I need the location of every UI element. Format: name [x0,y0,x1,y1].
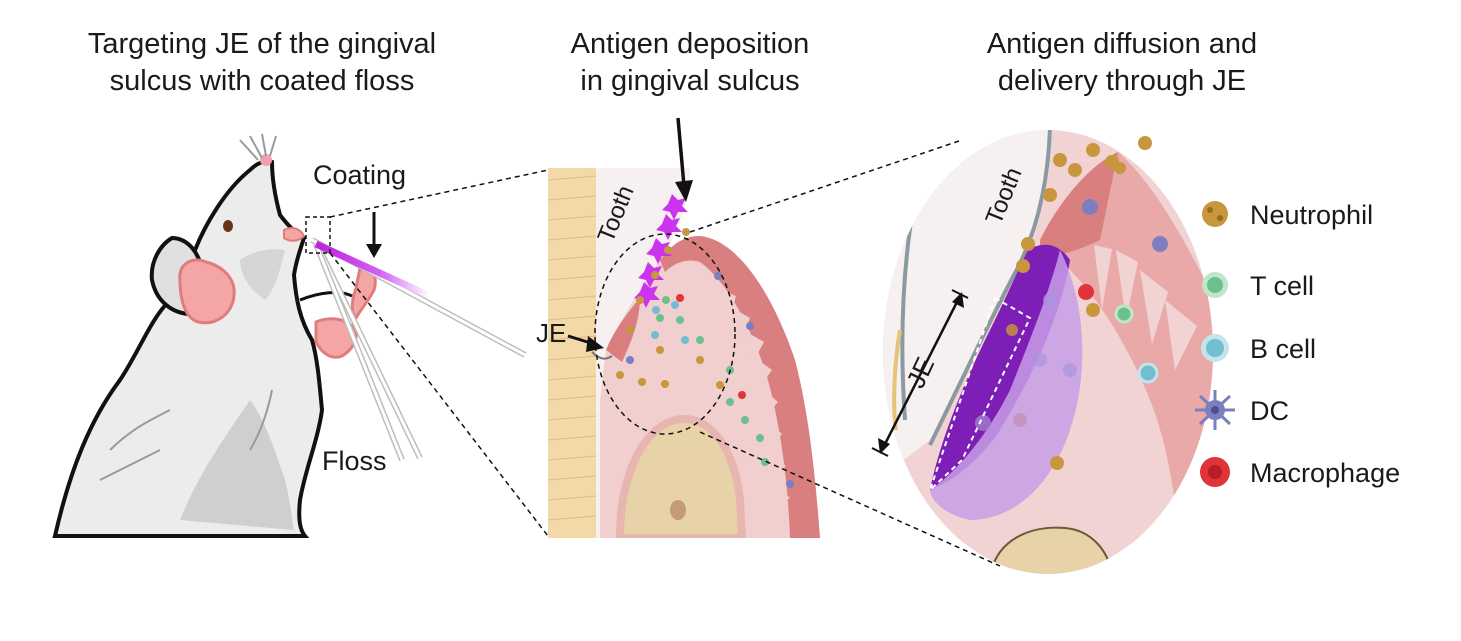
whiskers [239,133,277,161]
rete-ridges [690,270,790,508]
zoom-line-top-2 [689,139,963,233]
panel-title-line: Antigen deposition [570,28,810,60]
mouse-nose [260,154,272,166]
legend-item-macrophage: Macrophage [1200,457,1400,488]
panel-title-line: sulcus with coated floss [109,65,415,97]
tooth-region-zoom [883,130,1052,478]
legend-item-neutrophil: Neutrophil [1202,200,1373,230]
floss-strand-core [314,243,404,461]
panel-title-deposition: Antigen deposition in gingival sulcus [571,26,810,100]
legend: Neutrophil T cell B cell DC Macrophage [1195,200,1400,488]
coating-label: Coating [313,160,406,190]
antigen-loaded-je [930,244,1070,490]
fur-lines [99,389,273,481]
oral-epithelium [1040,152,1213,574]
je-outline [929,296,1032,491]
front-paw-lower [314,317,358,359]
panel-title-line: Antigen diffusion and [986,28,1258,60]
legend-label: Macrophage [1250,458,1400,488]
mouth [283,227,306,242]
arm-outline [299,291,353,302]
sulcus-cross-section [548,168,820,538]
panel-title-line: delivery through JE [997,65,1247,97]
tooth-region [596,168,690,538]
antigen-particle [656,214,682,240]
mid-panel-cells [616,228,794,488]
tooth-outline [928,130,1052,446]
antigen-particle [662,194,688,220]
zoom-line-top [329,169,549,218]
panel-title-diffusion: Antigen diffusion and delivery through J… [987,26,1257,100]
zoom-region-circle [594,233,736,435]
legend-item-dc: DC [1195,390,1289,430]
legend-item-b-cell: B cell [1201,334,1316,364]
dentin-stripes [548,175,597,521]
junctional-epithelium [606,298,640,362]
epithelium-band [660,236,820,538]
coated-floss-segment [314,240,432,300]
dentin-layer [548,168,596,538]
je-label-mid: JE [536,318,566,348]
panel-title-targeting: Targeting JE of the gingival sulcus with… [88,26,436,100]
floss-strands [310,237,527,462]
legend-label: T cell [1250,271,1314,301]
neutrophil-icon [1202,201,1228,227]
floss-label: Floss [322,446,387,476]
deposition-arrow [675,117,693,202]
outside-neutrophils [1086,136,1152,174]
je-zoom-oval [883,130,1213,574]
legend-label: DC [1250,396,1289,426]
legend-label: B cell [1250,334,1316,364]
bone-pore [670,500,686,520]
zoom-line-bottom-2 [699,431,1001,567]
zoom-cells [975,153,1168,470]
coating-arrow [366,212,382,258]
je-arrow-mid [567,334,604,352]
front-ear [178,258,236,325]
neck-shadow [240,249,285,300]
floss-strand-core [316,245,422,459]
panel-title-line: in gingival sulcus [580,65,800,97]
mouse-eye [223,220,233,232]
zoom-line-bottom [329,252,549,537]
je-measure-arrow [871,289,969,457]
panel-title-line: Targeting JE of the gingival [87,28,437,60]
antigen-diffusion-area [930,250,1083,520]
legend-item-t-cell: T cell [1202,271,1314,301]
body-shadow [180,400,294,530]
rete-ridges-zoom [1094,245,1197,370]
antigen-particle [634,282,660,308]
zoom-region-box [305,216,331,254]
alveolar-bone [615,414,747,538]
legend-label: Neutrophil [1250,200,1373,230]
mouse-illustration [52,133,377,538]
antigen-particle [646,238,672,264]
